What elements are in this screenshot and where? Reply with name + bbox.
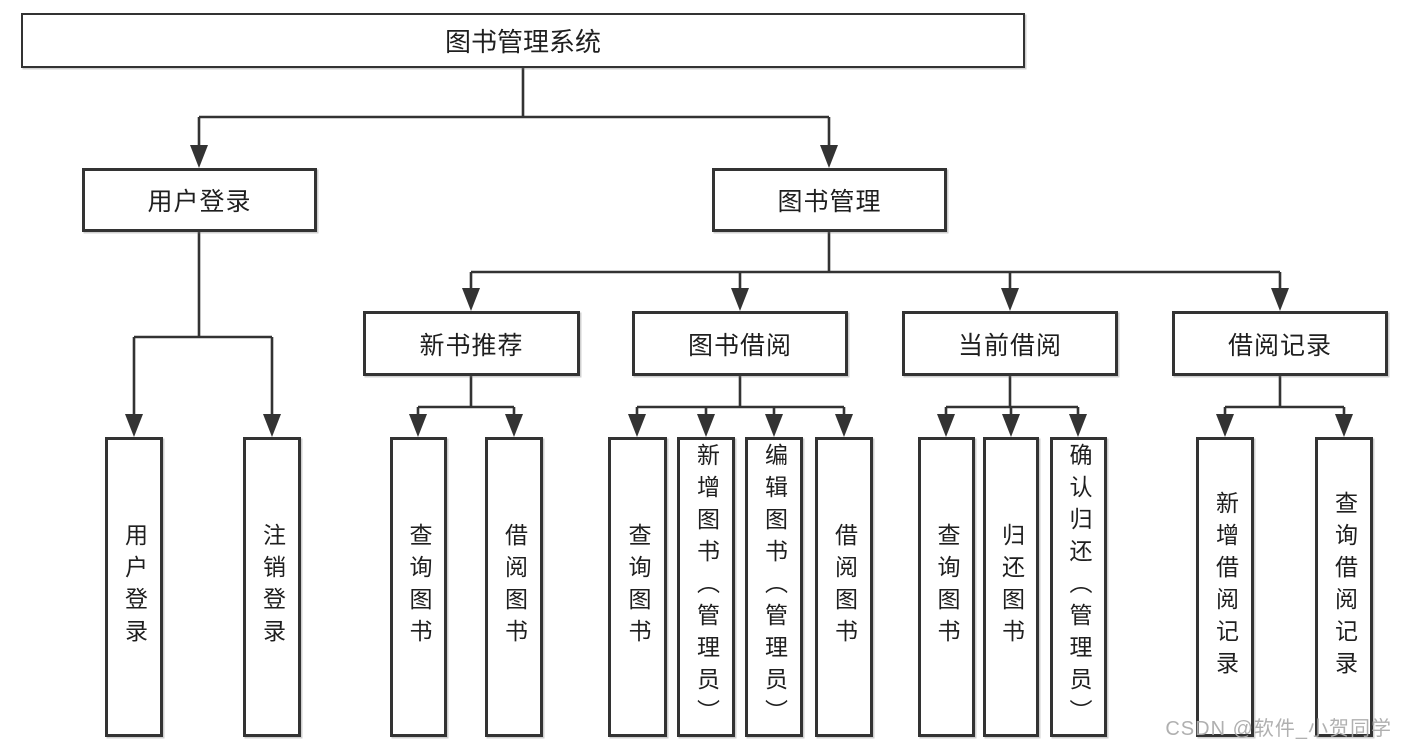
- node-root-library-system: 图书管理系统: [21, 13, 1025, 68]
- leaf-add-borrow-record: 新增借阅记录: [1196, 437, 1254, 737]
- leaf-query-books-recommend: 查询图书: [390, 437, 447, 737]
- leaf-logout: 注销登录: [243, 437, 301, 737]
- leaf-add-books-admin: 新增图书（管理员）: [677, 437, 735, 737]
- node-new-book-recommend: 新书推荐: [363, 311, 580, 376]
- node-borrowing-records: 借阅记录: [1172, 311, 1388, 376]
- leaf-borrow-books-borrowing: 借阅图书: [815, 437, 873, 737]
- node-book-management: 图书管理: [712, 168, 947, 232]
- node-current-borrowing: 当前借阅: [902, 311, 1118, 376]
- leaf-return-books: 归还图书: [983, 437, 1039, 737]
- leaf-user-login: 用户登录: [105, 437, 163, 737]
- leaf-query-books-borrowing: 查询图书: [608, 437, 667, 737]
- leaf-borrow-books-recommend: 借阅图书: [485, 437, 543, 737]
- leaf-query-borrow-record: 查询借阅记录: [1315, 437, 1373, 737]
- node-user-login: 用户登录: [82, 168, 317, 232]
- leaf-query-books-current: 查询图书: [918, 437, 975, 737]
- leaf-edit-books-admin: 编辑图书（管理员）: [745, 437, 803, 737]
- watermark: CSDN @软件_小贺同学: [1165, 718, 1392, 740]
- leaf-confirm-return-admin: 确认归还（管理员）: [1050, 437, 1107, 737]
- node-book-borrowing: 图书借阅: [632, 311, 848, 376]
